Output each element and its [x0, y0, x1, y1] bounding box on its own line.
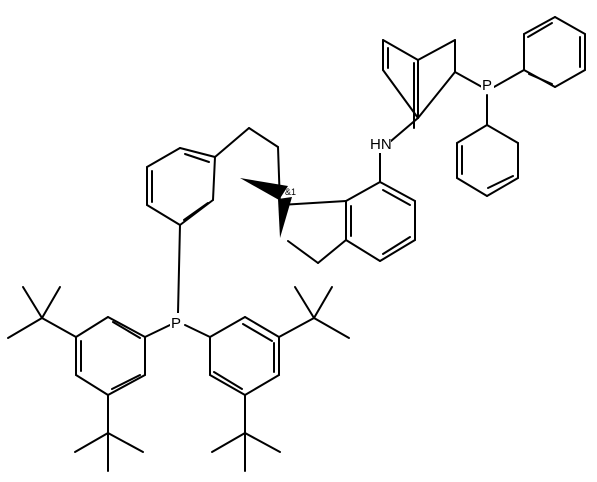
bond-40 [146, 204, 181, 226]
stereo-wedge-bond-0 [278, 197, 292, 238]
amine-nh-label: HN [370, 136, 392, 153]
bond-8 [382, 69, 419, 119]
bond-45 [107, 316, 146, 338]
bond-48 [75, 374, 109, 396]
bond-53 [22, 286, 43, 319]
bond-62 [244, 374, 280, 396]
bond-65 [278, 317, 315, 338]
bond-68 [313, 317, 350, 339]
bond-10 [493, 69, 525, 88]
bond-81 [382, 236, 411, 255]
phosphorus-bottom-label: P [171, 315, 181, 332]
bond-75 [527, 22, 553, 38]
bond-34 [248, 127, 279, 148]
bond-29 [345, 181, 381, 202]
bond-35 [214, 127, 250, 158]
bond-46 [75, 316, 109, 338]
bond-56 [74, 432, 109, 453]
bond-3 [417, 39, 456, 61]
bond-42 [177, 224, 181, 314]
stereo-wedge-bond-1 [240, 178, 288, 200]
bond-59 [209, 316, 246, 338]
stereo-center-label: &1 [285, 187, 296, 197]
atom-labels: HN P P &1 [170, 75, 494, 332]
bond-26 [379, 239, 416, 262]
bond-20 [456, 177, 488, 197]
bond-67 [294, 286, 315, 319]
bond-57 [107, 432, 144, 453]
bond-79 [487, 175, 514, 189]
bond-9 [454, 71, 483, 88]
bond-21 [486, 177, 519, 197]
bond-27 [345, 239, 381, 262]
bond-16 [554, 69, 586, 88]
bonds [7, 16, 586, 472]
bond-86 [112, 321, 141, 339]
bond-30 [279, 200, 347, 206]
bond-13 [523, 16, 556, 35]
bond-31 [317, 239, 347, 264]
bond-52 [7, 317, 43, 339]
bond-71 [244, 432, 281, 453]
bond-23 [486, 124, 519, 144]
bond-38 [146, 147, 181, 168]
bond-36 [212, 156, 216, 201]
bond-14 [554, 16, 586, 35]
bond-77 [528, 73, 553, 85]
bond-80 [382, 189, 411, 206]
bond-83 [184, 153, 210, 163]
bond-44 [184, 324, 211, 338]
bond-91 [213, 371, 243, 390]
phosphorus-top-label: P [482, 77, 492, 94]
bond-43 [144, 324, 171, 338]
bond-18 [456, 124, 488, 144]
bond-49 [107, 374, 146, 396]
bond-85 [183, 202, 209, 221]
bond-66 [313, 286, 333, 319]
bond-88 [111, 374, 141, 390]
bond-32 [287, 240, 319, 264]
bond-24 [379, 181, 416, 202]
bond-63 [209, 374, 246, 396]
bond-51 [41, 317, 77, 338]
bond-6 [382, 39, 419, 61]
bond-60 [244, 316, 280, 338]
bond-37 [179, 147, 216, 158]
bond-89 [242, 323, 273, 342]
bond-70 [211, 432, 246, 453]
bond-54 [41, 286, 61, 319]
bond-5 [417, 71, 456, 119]
